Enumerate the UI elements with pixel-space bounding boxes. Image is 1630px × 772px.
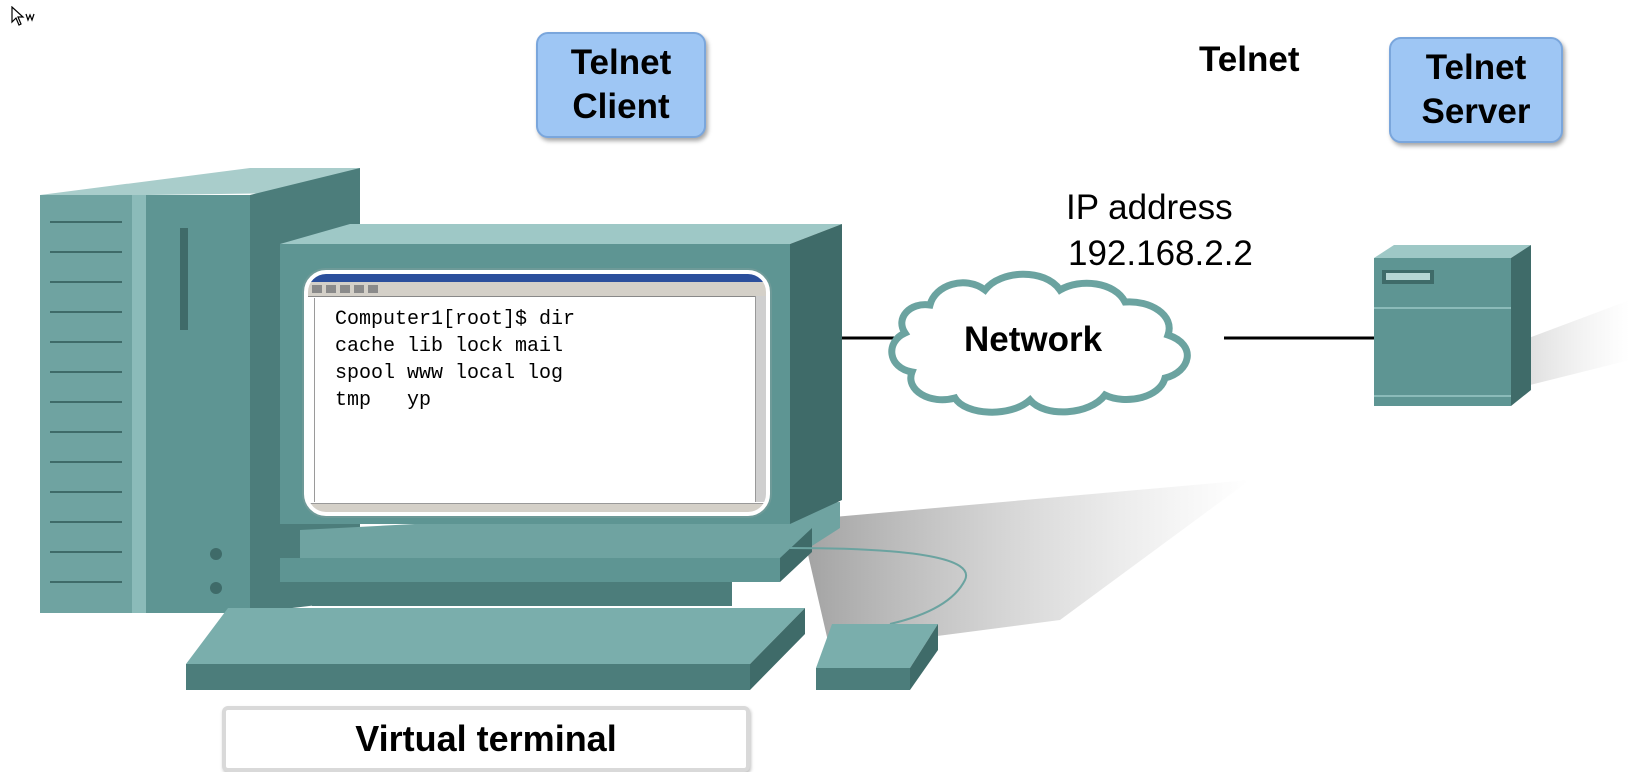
terminal-statusbar bbox=[308, 503, 766, 512]
mouse-cable bbox=[789, 547, 968, 625]
telnet-server-label: Telnet Server bbox=[1389, 37, 1563, 143]
keyboard-icon bbox=[186, 608, 805, 690]
terminal-line: tmp yp bbox=[335, 389, 432, 412]
terminal-output: Computer1[root]$ dir cache lib lock mail… bbox=[315, 298, 752, 414]
terminal-titlebar bbox=[308, 274, 766, 282]
terminal-line: spool www local log bbox=[335, 362, 564, 385]
network-label: Network bbox=[964, 320, 1103, 359]
telnet-protocol-label: Telnet bbox=[1199, 40, 1300, 79]
server-icon bbox=[1374, 245, 1531, 406]
terminal-line: cache lib lock mail bbox=[335, 335, 564, 358]
telnet-client-label: Telnet Client bbox=[536, 32, 706, 138]
mouse-cursor-icon bbox=[11, 6, 35, 26]
terminal-window: Computer1[root]$ dir cache lib lock mail… bbox=[304, 270, 770, 516]
terminal-toolbar bbox=[308, 282, 766, 297]
ip-address-value: 192.168.2.2 bbox=[1068, 234, 1253, 273]
mouse-icon bbox=[816, 624, 938, 690]
terminal-body: Computer1[root]$ dir cache lib lock mail… bbox=[314, 298, 752, 502]
virtual-terminal-label: Virtual terminal bbox=[222, 706, 750, 772]
terminal-line: Computer1[root]$ dir bbox=[335, 308, 576, 331]
ip-address-caption: IP address bbox=[1066, 188, 1233, 227]
terminal-scrollbar bbox=[755, 296, 766, 502]
network-cloud-icon bbox=[888, 270, 1191, 416]
client-shadow bbox=[800, 480, 1250, 650]
